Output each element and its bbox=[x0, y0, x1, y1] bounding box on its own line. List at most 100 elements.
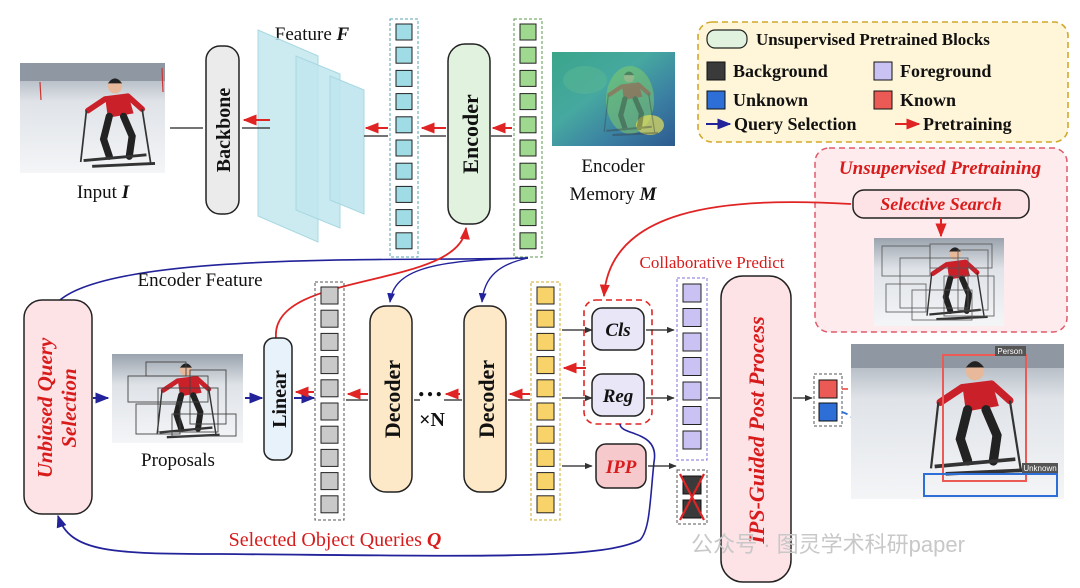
encoder-memory-label-1: Encoder bbox=[581, 156, 645, 177]
feature-token bbox=[395, 46, 413, 64]
selective-search-label: Selective Search bbox=[880, 194, 1001, 214]
memory-token bbox=[519, 116, 537, 134]
cls-label: Cls bbox=[605, 320, 630, 341]
feature-token bbox=[395, 69, 413, 87]
foreground-token bbox=[682, 283, 702, 303]
foreground-token-cells bbox=[682, 283, 702, 450]
proposal-token bbox=[320, 448, 339, 467]
memory-token bbox=[519, 23, 537, 41]
query-token bbox=[536, 448, 555, 467]
foreground-token bbox=[682, 406, 702, 425]
unknown-tag: Unknown bbox=[1023, 464, 1056, 473]
legend-background-swatch bbox=[706, 61, 726, 81]
selective-search-to-cls-arrow bbox=[599, 201, 852, 298]
proposal-token bbox=[320, 332, 339, 351]
feature-token bbox=[395, 209, 413, 227]
memory-token bbox=[519, 209, 537, 227]
linear-block bbox=[263, 337, 293, 461]
feature-label: Feature F bbox=[275, 24, 350, 45]
decoder-repeat-dots: … bbox=[417, 373, 443, 402]
legend-unknown-swatch bbox=[706, 90, 726, 110]
encoder-memory-heatmap bbox=[552, 52, 675, 146]
proposal-token bbox=[320, 425, 339, 444]
decoder-label-1: Decoder bbox=[380, 360, 405, 438]
proposal-token bbox=[320, 309, 339, 328]
proposal-token bbox=[320, 472, 339, 491]
feature-token bbox=[395, 116, 413, 134]
output-image: Person Unknown bbox=[851, 344, 1064, 499]
query-token bbox=[536, 425, 555, 444]
encoder-memory-label-2: Memory M bbox=[569, 184, 657, 205]
discard-cross-2 bbox=[679, 473, 705, 521]
query-token bbox=[536, 286, 555, 305]
reg-to-ipp-curve bbox=[619, 423, 656, 541]
known-result-token bbox=[818, 379, 838, 399]
legend-pretrained-swatch bbox=[706, 29, 748, 49]
memory-token bbox=[519, 162, 537, 180]
unsupervised-pretraining-panel: Unsupervised Pretraining Selective Searc… bbox=[814, 147, 1068, 333]
ipp-label: IPP bbox=[605, 457, 637, 478]
legend-known-label: Known bbox=[900, 90, 956, 110]
backbone-block bbox=[205, 45, 240, 215]
feature-token bbox=[395, 232, 413, 250]
linear-label: Linear bbox=[269, 370, 291, 428]
foreground-token bbox=[682, 381, 702, 401]
unknown-detection-box bbox=[923, 473, 1058, 497]
memory-token bbox=[519, 46, 537, 64]
legend: Unsupervised Pretrained Blocks Backgroun… bbox=[697, 21, 1069, 143]
query-token bbox=[536, 472, 555, 491]
legend-unknown-label: Unknown bbox=[733, 90, 808, 110]
encoder-label: Encoder bbox=[458, 94, 483, 174]
legend-known-swatch bbox=[873, 90, 893, 110]
feature-token-column bbox=[389, 18, 419, 258]
query-token bbox=[536, 495, 555, 514]
feature-token bbox=[395, 93, 413, 111]
memory-token bbox=[519, 93, 537, 111]
memory-token bbox=[519, 69, 537, 87]
unbiased-query-selection-label-2: Selection bbox=[57, 368, 81, 447]
foreground-token bbox=[682, 332, 702, 352]
person-tag: Person bbox=[997, 347, 1022, 356]
unbiased-query-selection-block bbox=[23, 299, 93, 515]
unsupervised-pretraining-title: Unsupervised Pretraining bbox=[839, 158, 1041, 179]
proposal-token bbox=[320, 286, 339, 305]
background-token-column bbox=[676, 469, 708, 525]
memory-to-decoder-2-arrow bbox=[478, 257, 529, 303]
legend-background-label: Background bbox=[733, 61, 828, 81]
feature-token bbox=[395, 139, 413, 157]
memory-token bbox=[519, 232, 537, 250]
unknown-result-token bbox=[818, 402, 838, 422]
proposals-label: Proposals bbox=[141, 450, 215, 471]
reg-label: Reg bbox=[602, 386, 634, 407]
foreground-token bbox=[682, 430, 702, 450]
query-token-cells bbox=[536, 286, 555, 514]
query-token bbox=[536, 332, 555, 351]
selected-queries-label: Selected Object Queries Q bbox=[229, 529, 442, 551]
query-token bbox=[536, 309, 555, 328]
proposal-token bbox=[320, 356, 339, 375]
feature-token bbox=[395, 185, 413, 203]
top-row-arrows bbox=[170, 114, 512, 137]
input-image bbox=[20, 63, 165, 173]
collaborative-predict-label: Collaborative Predict bbox=[640, 253, 785, 272]
proposals-image bbox=[112, 354, 243, 443]
decoder-block-2 bbox=[463, 305, 507, 493]
proposal-token bbox=[320, 402, 339, 421]
decoder-label-2: Decoder bbox=[474, 360, 499, 438]
query-token-column bbox=[530, 281, 561, 521]
decoder-block-1 bbox=[369, 305, 413, 493]
memory-token-cells bbox=[519, 23, 537, 250]
proposal-token-column bbox=[314, 281, 345, 521]
proposal-token bbox=[320, 495, 339, 514]
legend-foreground-swatch bbox=[873, 61, 893, 81]
feature-token bbox=[395, 162, 413, 180]
reg-head bbox=[591, 373, 645, 417]
unbiased-query-selection-label-1: Unbiased Query bbox=[33, 337, 57, 478]
collaborative-predict-group bbox=[583, 299, 653, 425]
feature-maps bbox=[257, 29, 365, 243]
person-tag-bg bbox=[995, 346, 1026, 356]
ips-post-process-block bbox=[720, 275, 792, 583]
encoder-block bbox=[447, 43, 491, 225]
background-token-cells bbox=[679, 473, 705, 521]
